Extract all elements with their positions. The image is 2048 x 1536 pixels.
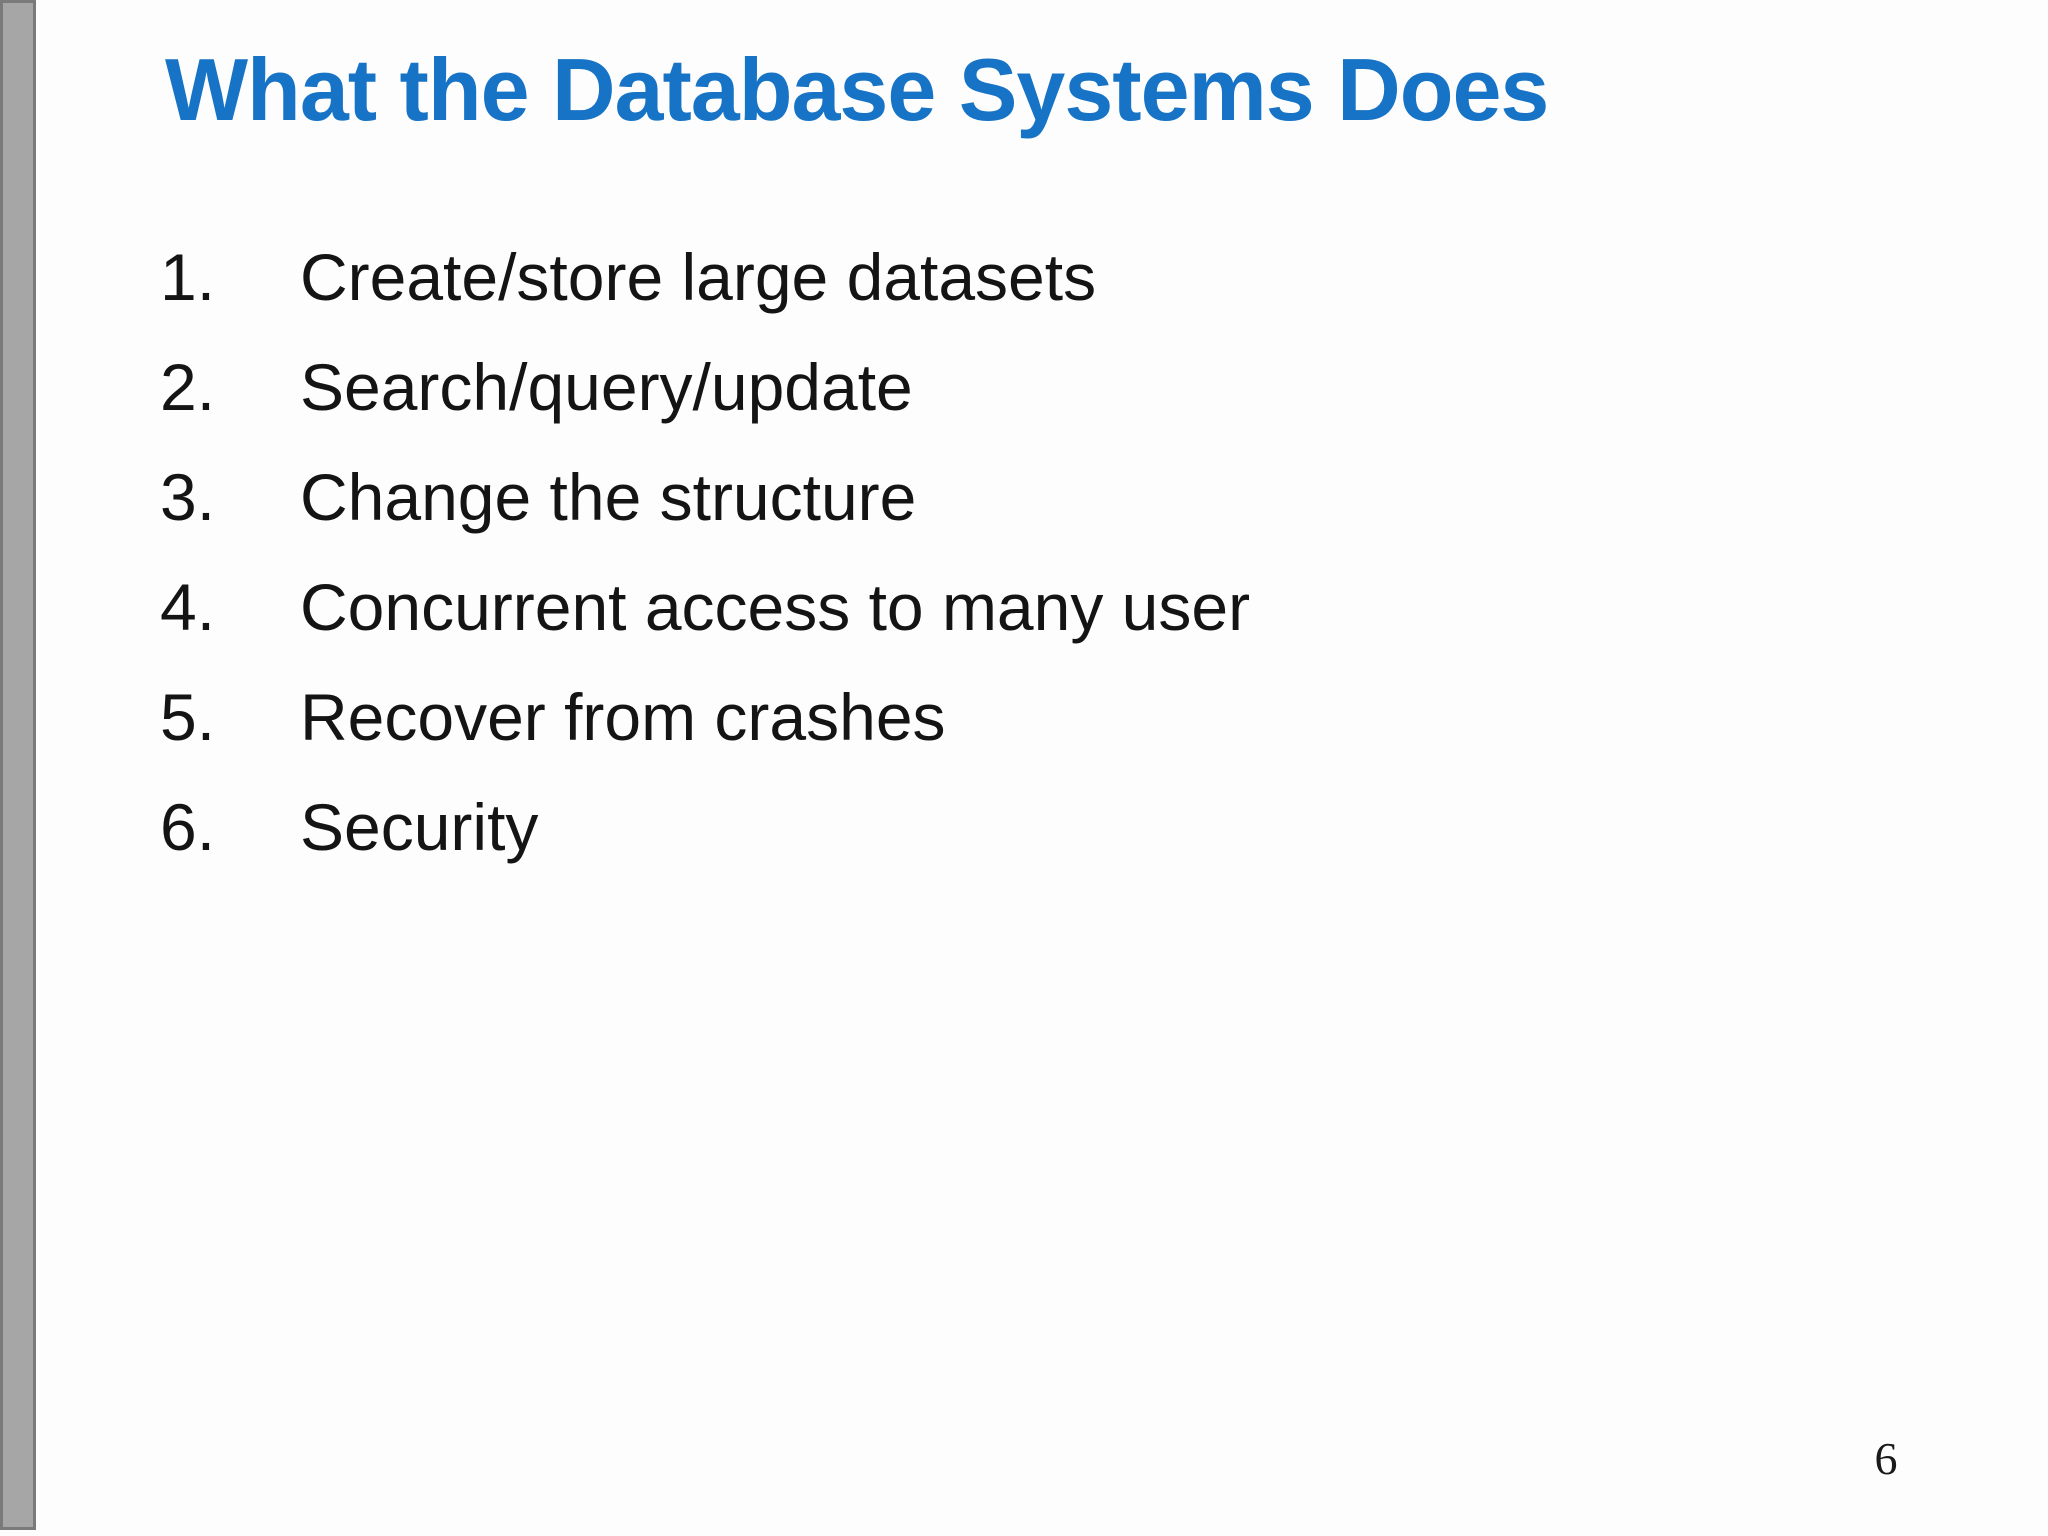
slide-title: What the Database Systems Does (165, 40, 1549, 139)
list-item: 5. Recover from crashes (160, 662, 1250, 772)
list-item-number: 5. (160, 680, 216, 754)
list-item-text: Create/store large datasets (300, 240, 1097, 314)
list-item-number: 3. (160, 460, 216, 534)
list-item-text: Security (300, 790, 539, 864)
list-item-number: 1. (160, 240, 216, 314)
feature-list: 1. Create/store large datasets 2. Search… (160, 222, 1250, 882)
left-edge-bar (0, 0, 36, 1530)
list-item: 1. Create/store large datasets (160, 222, 1250, 332)
list-item-number: 2. (160, 350, 216, 424)
list-item: 6. Security (160, 772, 1250, 882)
list-item-text: Search/query/update (300, 350, 913, 424)
list-item-number: 4. (160, 570, 216, 644)
list-item-text: Recover from crashes (300, 680, 946, 754)
list-item: 4. Concurrent access to many user (160, 552, 1250, 662)
list-item-text: Change the structure (300, 460, 917, 534)
page-number: 6 (1874, 1433, 1898, 1484)
list-item: 3. Change the structure (160, 442, 1250, 552)
list-item: 2. Search/query/update (160, 332, 1250, 442)
list-item-number: 6. (160, 790, 216, 864)
list-item-text: Concurrent access to many user (300, 570, 1251, 644)
